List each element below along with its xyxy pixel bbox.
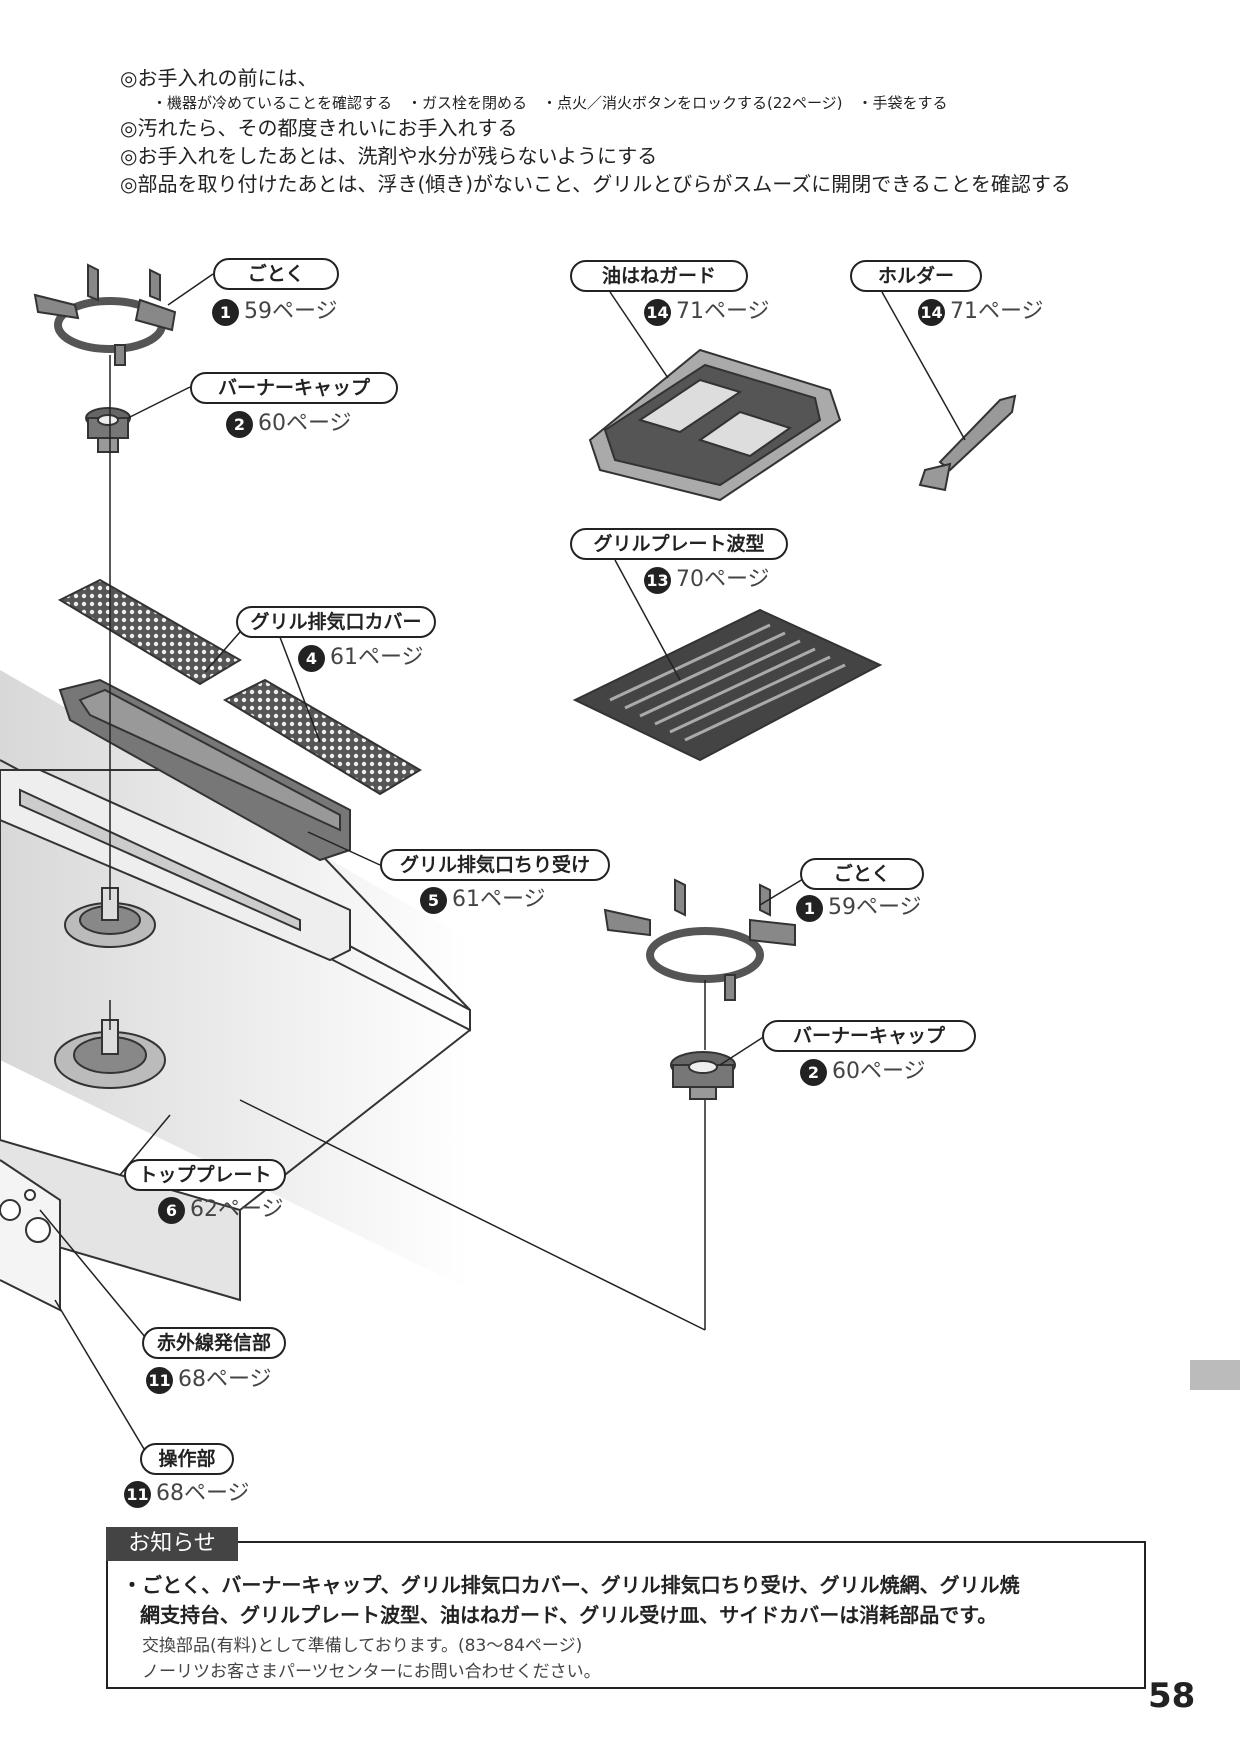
ref-page: 61ページ — [452, 887, 546, 912]
notice-bullet-2: 網支持台、グリルプレート波型、油はねガード、グリル受け皿、サイドカバーは消耗部品… — [140, 1603, 998, 1627]
ref-number: 13 — [644, 566, 671, 594]
label-exhaust-tray: グリル排気口ちり受け — [380, 849, 610, 881]
ref-number: 2 — [800, 1058, 827, 1086]
notice-bullet-1: ・ごとく、バーナーキャップ、グリル排気口カバー、グリル排気口ちり受け、グリル焼網… — [122, 1573, 1020, 1597]
ref-page: 62ページ — [190, 1197, 284, 1222]
leader-lines — [39, 273, 966, 1460]
ref-number: 14 — [918, 298, 945, 326]
label-holder: ホルダー — [850, 260, 982, 292]
label-control: 操作部 — [140, 1443, 234, 1475]
ref-page: 70ページ — [676, 567, 770, 592]
label-grill-plate: グリルプレート波型 — [570, 528, 788, 560]
notice-box: ・ごとく、バーナーキャップ、グリル排気口カバー、グリル排気口ちり受け、グリル焼網… — [106, 1541, 1146, 1689]
ref-number: 11 — [146, 1366, 173, 1394]
grill-exhaust-frame — [0, 769, 351, 962]
ref-number: 1 — [212, 298, 239, 326]
gotoku-left-shape — [33, 263, 177, 366]
ref-page: 59ページ — [244, 299, 338, 324]
ref-number: 2 — [226, 410, 253, 438]
holder-shape — [918, 394, 1017, 492]
ref-page: 60ページ — [258, 411, 352, 436]
intro-notes: ◎お手入れの前には、 ・機器が冷めていることを確認する ・ガス栓を閉める ・点火… — [120, 64, 1071, 198]
ref-number: 11 — [124, 1480, 151, 1508]
notice-sub-1: 交換部品(有料)として準備しております。(83〜84ページ) — [142, 1636, 583, 1656]
label-gotoku-right: ごとく — [800, 858, 924, 890]
ref-page: 68ページ — [178, 1367, 272, 1392]
side-index-tab — [1190, 1360, 1240, 1390]
ref-number: 4 — [298, 644, 325, 672]
exhaust-tray-shape — [58, 678, 351, 862]
notice-title: お知らせ — [106, 1527, 238, 1561]
ref-number: 6 — [158, 1196, 185, 1224]
intro-line-2: ・機器が冷めていることを確認する ・ガス栓を閉める ・点火／消火ボタンをロックす… — [152, 94, 948, 112]
ref-page: 59ページ — [828, 895, 922, 920]
intro-line-1: ◎お手入れの前には、 — [120, 66, 318, 90]
burner-cap-right-shape — [670, 1051, 736, 1100]
ref-page: 71ページ — [950, 299, 1044, 324]
notice-sub-2: ノーリツお客さまパーツセンターにお問い合わせください。 — [142, 1662, 601, 1682]
label-burner-cap-right: バーナーキャップ — [762, 1020, 976, 1052]
burner-cap-left-shape — [85, 407, 131, 453]
intro-line-4: ◎お手入れをしたあとは、洗剤や水分が残らないようにする — [120, 144, 658, 168]
intro-line-3: ◎汚れたら、その都度きれいにお手入れする — [120, 116, 518, 140]
burner-on-plate-2 — [54, 1019, 166, 1089]
label-exhaust-cover: グリル排気口カバー — [236, 606, 436, 638]
cooktop-body — [0, 759, 471, 1312]
exhaust-cover-shapes — [57, 578, 422, 796]
page-number: 58 — [1148, 1676, 1196, 1716]
label-top-plate: トッププレート — [124, 1159, 286, 1191]
ref-page: 71ページ — [676, 299, 770, 324]
ref-page: 68ページ — [156, 1481, 250, 1506]
abura-guard-shape — [588, 348, 842, 502]
grill-plate-shape — [572, 608, 883, 762]
label-burner-cap-left: バーナーキャップ — [190, 372, 398, 404]
control-knobs — [0, 1189, 51, 1243]
ref-page: 61ページ — [330, 645, 424, 670]
burner-on-plate-1 — [64, 887, 156, 948]
intro-line-5: ◎部品を取り付けたあとは、浮き(傾き)がないこと、グリルとびらがスムーズに開閉で… — [120, 172, 1071, 196]
label-gotoku-left: ごとく — [213, 258, 339, 290]
label-infrared: 赤外線発信部 — [142, 1327, 286, 1359]
ref-number: 1 — [796, 894, 823, 922]
label-abura-guard: 油はねガード — [570, 260, 748, 292]
ref-page: 60ページ — [832, 1059, 926, 1084]
ref-number: 5 — [420, 886, 447, 914]
gotoku-right-shape — [603, 878, 796, 1001]
ref-number: 14 — [644, 298, 671, 326]
